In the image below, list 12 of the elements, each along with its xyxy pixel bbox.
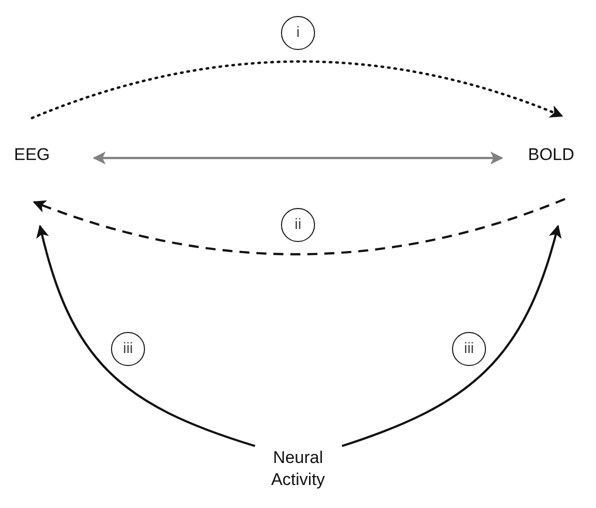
edge-label: iii [111, 332, 145, 366]
arrow [342, 224, 562, 448]
node-label: Neural Activity [252, 447, 344, 491]
edge-label: ii [281, 208, 315, 242]
node-label: BOLD [528, 144, 584, 166]
arrow [32, 198, 566, 256]
edge-label: iii [452, 332, 486, 366]
arrow [92, 152, 504, 164]
arrow [30, 60, 564, 120]
node-label: EEG [14, 144, 60, 166]
edge-label: i [281, 16, 315, 50]
arrow [36, 224, 256, 448]
